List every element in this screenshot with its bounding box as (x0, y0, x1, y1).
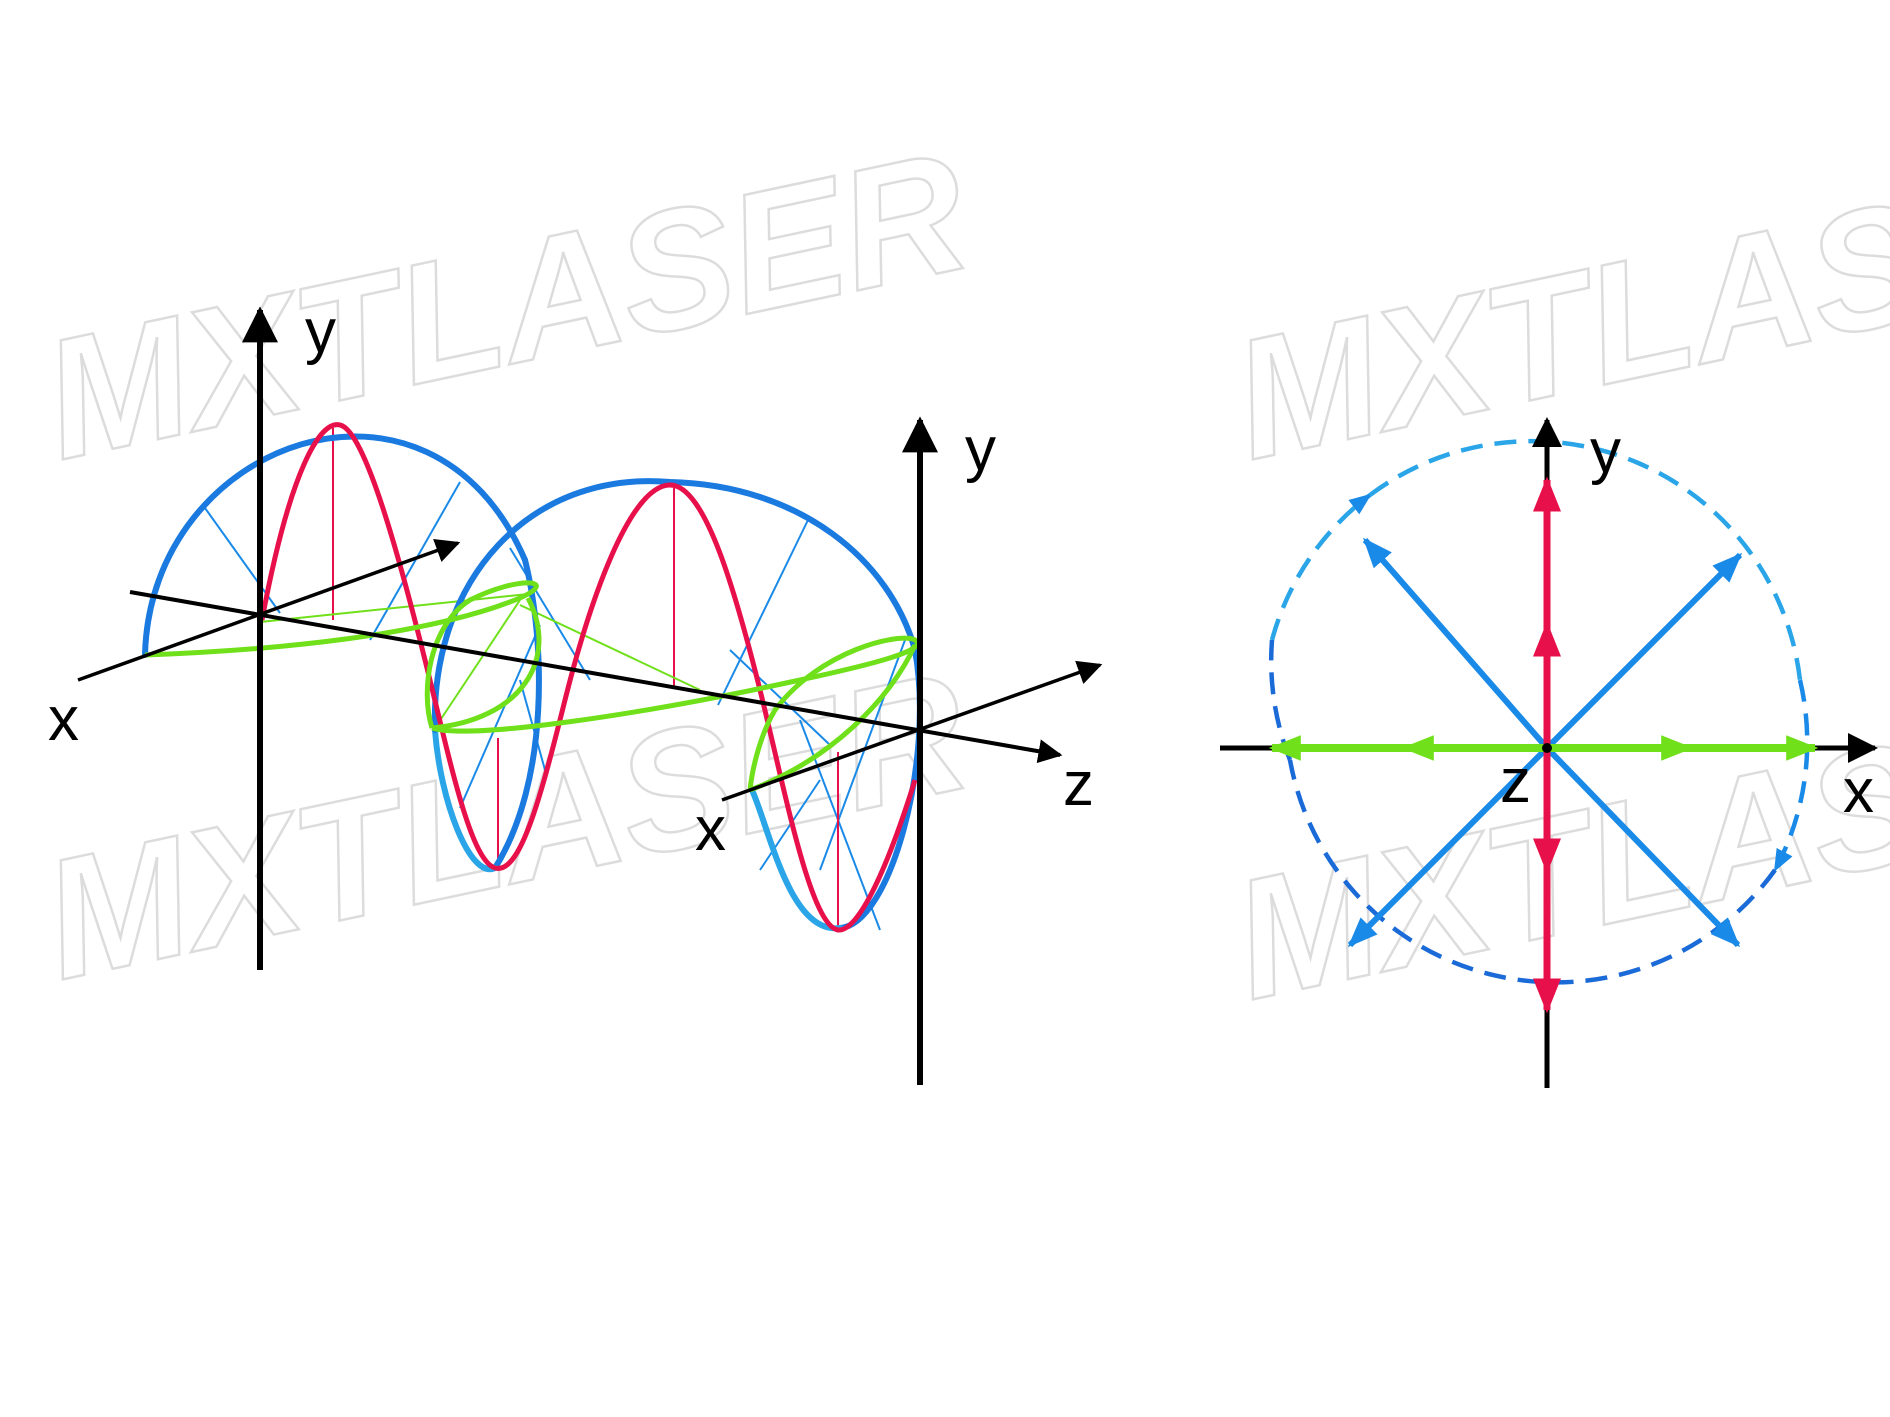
vector-lower-left (1347, 745, 1550, 948)
label-2d-x: x (1843, 757, 1874, 826)
vector-lower-right (1544, 745, 1741, 948)
watermark-text-1: MXTLASER (28, 116, 982, 496)
wave-3d-diagram: y x y x z (48, 297, 1103, 1085)
vector-upper-left (1362, 537, 1550, 750)
watermark-text-3: MXTLASER (1218, 116, 1890, 496)
label-left-x: x (48, 685, 79, 754)
left-x-axis (77, 538, 461, 682)
polarization-2d-view: y x z (1220, 417, 1878, 1088)
watermark-text-4: MXTLASER (1218, 656, 1890, 1036)
origin-point (1542, 743, 1552, 753)
watermark: MXTLASER MXTLASER MXTLASER MXTLASER (27, 115, 1890, 1038)
label-left-y: y (305, 297, 336, 366)
right-x-axis (721, 660, 1103, 802)
label-right-y: y (965, 415, 996, 484)
label-z: z (1063, 750, 1094, 819)
watermark-text-2: MXTLASER (28, 636, 982, 1016)
label-2d-y: y (1590, 417, 1621, 486)
label-2d-z: z (1500, 747, 1531, 816)
z-axis (129, 590, 1063, 764)
vertical-component-wave (259, 422, 918, 933)
axes-3d (77, 306, 1103, 1085)
label-right-x: x (695, 795, 726, 864)
component-projections (259, 428, 839, 928)
rotating-field-vectors (1347, 537, 1743, 948)
vector-upper-right (1544, 552, 1743, 751)
horizontal-component-wave (144, 580, 920, 793)
